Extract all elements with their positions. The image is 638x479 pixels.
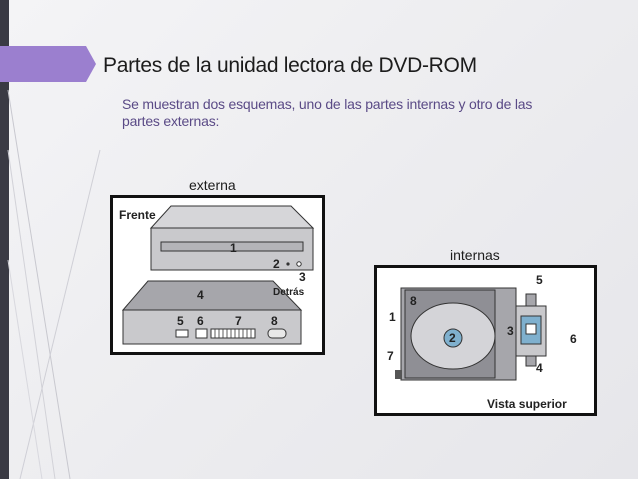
audio-connector (175, 329, 189, 338)
int-part-label-6: 6 (570, 332, 577, 346)
ide-pins (214, 329, 252, 338)
int-part-label-8: 8 (410, 294, 417, 308)
label-detras: Detrás (273, 287, 305, 298)
int-part-label-5: 5 (536, 273, 543, 287)
part-label-7: 7 (235, 314, 242, 328)
slide-body-text: Se muestran dos esquemas, uno de las par… (122, 96, 533, 129)
external-drive-schematic: Frente 1 2 3 4 Detrás 5 6 7 8 (119, 205, 315, 345)
internal-connector (395, 370, 402, 379)
part-label-6: 6 (197, 314, 204, 328)
part-label-5: 5 (177, 314, 184, 328)
part-label-1: 1 (230, 241, 237, 255)
internal-drive-schematic: 2 8 1 7 3 5 4 6 Vista superior (387, 273, 577, 411)
part-label-2: 2 (273, 257, 280, 271)
part-label-8: 8 (271, 314, 278, 328)
rail-bottom (525, 355, 537, 367)
int-part-label-2: 2 (449, 331, 456, 345)
left-accent-bar (0, 0, 9, 479)
int-part-label-1: 1 (389, 310, 396, 324)
part-label-3: 3 (299, 270, 306, 284)
headphone-jack (296, 261, 302, 267)
title-accent-arrow (0, 46, 96, 82)
caption-externa: externa (189, 177, 236, 193)
int-part-label-7: 7 (387, 349, 394, 363)
lens-center (525, 323, 537, 335)
jumper-pins (195, 328, 208, 339)
diagram-internas: 2 8 1 7 3 5 4 6 Vista superior (374, 265, 597, 416)
label-vista-superior: Vista superior (487, 397, 567, 411)
rail-top (525, 293, 537, 307)
label-frente: Frente (119, 208, 156, 222)
ide-connector (210, 328, 256, 339)
diagram-externa: Frente 1 2 3 4 Detrás 5 6 7 8 (110, 195, 325, 355)
part-label-4: 4 (197, 288, 204, 302)
front-drive-top (149, 205, 315, 229)
eject-button (286, 262, 290, 266)
int-part-label-3: 3 (507, 324, 514, 338)
power-connector (267, 328, 287, 339)
caption-internas: internas (450, 247, 500, 263)
spindle-motor (443, 328, 463, 348)
slide-title: Partes de la unidad lectora de DVD-ROM (103, 54, 477, 77)
decorative-lines (7, 89, 101, 479)
int-part-label-4: 4 (536, 361, 543, 375)
disc-tray (160, 241, 304, 252)
